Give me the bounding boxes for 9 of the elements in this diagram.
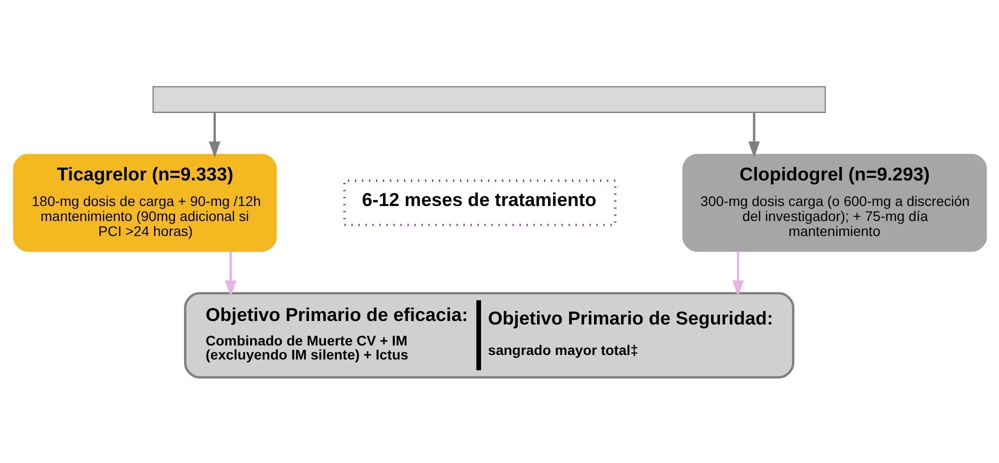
node-box: [152, 86, 826, 112]
node-box: 6-12 meses de tratamiento: [342, 178, 616, 226]
node-box: Clopidogrel (n=9.293) 300-mg dosis carga (o 600-mg a discreción del investigador); + 75-mg día mantenimiento: [682, 153, 986, 252]
arrow: [732, 250, 744, 296]
arrow: [748, 112, 760, 158]
node-box: Objetivo Primario de eficacia: Combinado de Muerte CV + IM (excluyendo IM silente) + Ictus Objetivo Primario de Seguridad: sangrado mayor total‡: [184, 292, 794, 378]
arrow: [224, 250, 236, 296]
node-box: Ticagrelor (n=9.333) 180-mg dosis de carga + 90-mg /12h mantenimiento (90mg adicional si PCI >24 horas): [12, 153, 276, 252]
arrow: [208, 112, 220, 158]
